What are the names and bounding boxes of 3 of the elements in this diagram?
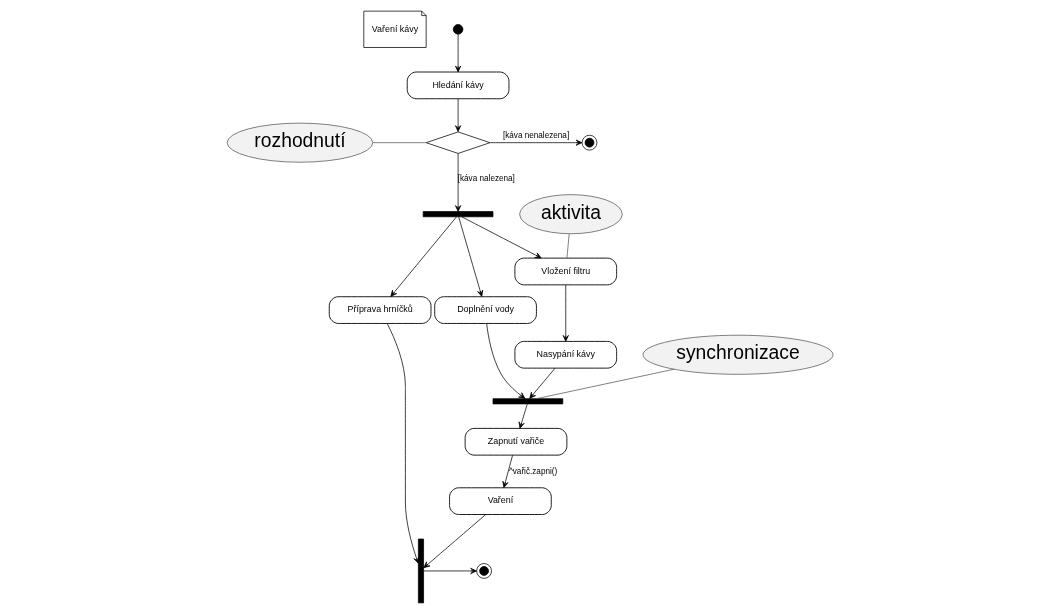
edge-label: [káva nenalezena]	[502, 131, 570, 141]
edge-label: ^vařič.zapni()	[508, 466, 558, 476]
edge-label: [káva nalezena]	[457, 173, 515, 183]
